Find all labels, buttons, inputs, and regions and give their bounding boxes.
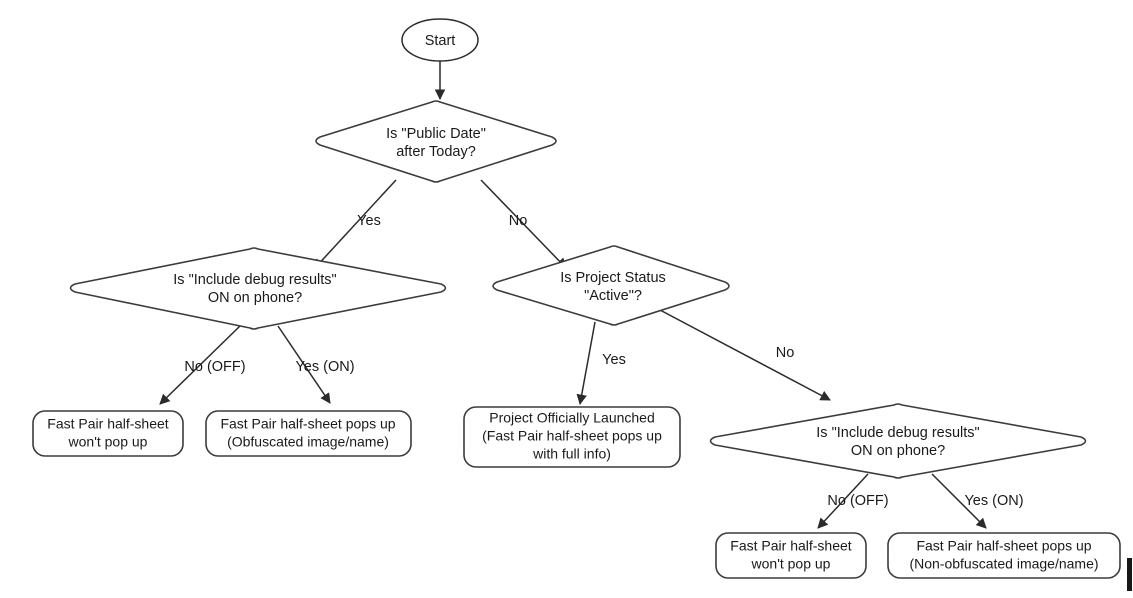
node-decision-public-date-line2: after Today? [396,144,476,160]
node-decision-debug-right-line1: Is "Include debug results" [816,425,979,441]
edge-label-debug-right-off: No (OFF) [827,493,888,509]
node-decision-debug-left-line1: Is "Include debug results" [173,272,336,288]
node-start[interactable]: Start [401,18,479,62]
node-outcome-left-off-line1: Fast Pair half-sheet [47,416,168,432]
node-decision-project-status[interactable]: Is Project Status "Active"? [492,245,730,326]
node-outcome-right-off-line2: won't pop up [751,556,831,572]
edge-label-project-status-yes: Yes [602,352,626,368]
edge-debug-right-on: Yes (ON) [931,473,1024,529]
edge-label-debug-right-on: Yes (ON) [964,493,1023,509]
node-outcome-right-on-line2: (Non-obfuscated image/name) [909,556,1098,572]
node-outcome-right-off-line1: Fast Pair half-sheet [730,538,851,554]
node-decision-debug-right-line2: ON on phone? [851,443,945,459]
node-start-label: Start [425,33,456,49]
edge-label-public-date-yes: Yes [357,213,381,229]
node-decision-project-status-line1: Is Project Status [560,270,666,286]
edge-label-debug-left-on: Yes (ON) [295,359,354,375]
node-outcome-left-on-line1: Fast Pair half-sheet pops up [220,416,395,432]
node-outcome-left-on-line2: (Obfuscated image/name) [227,434,389,450]
edge-public-date-yes: Yes [313,179,397,270]
edge-public-date-no: No [480,179,567,269]
node-outcome-right-on-line1: Fast Pair half-sheet pops up [916,538,1091,554]
edge-project-status-no: No [659,309,831,401]
edge-label-public-date-no: No [509,213,528,229]
edge-debug-left-off: No (OFF) [159,325,246,405]
edge-debug-right-off: No (OFF) [817,473,889,529]
node-decision-project-status-line2: "Active"? [584,288,642,304]
node-outcome-left-on[interactable]: Fast Pair half-sheet pops up (Obfuscated… [205,410,412,457]
node-decision-debug-left[interactable]: Is "Include debug results" ON on phone? [69,247,447,330]
node-outcome-left-off-line2: won't pop up [68,434,148,450]
node-decision-public-date-line1: Is "Public Date" [386,126,486,142]
node-outcome-launched[interactable]: Project Officially Launched (Fast Pair h… [463,406,681,468]
node-decision-public-date[interactable]: Is "Public Date" after Today? [315,100,557,183]
node-outcome-right-off[interactable]: Fast Pair half-sheet won't pop up [715,532,867,579]
edge-label-debug-left-off: No (OFF) [184,359,245,375]
edge-label-project-status-no: No [776,345,795,361]
node-outcome-launched-line1: Project Officially Launched [489,410,655,426]
edge-project-status-yes: Yes [576,321,626,406]
node-outcome-launched-line2: (Fast Pair half-sheet pops up [482,428,662,444]
node-outcome-right-on[interactable]: Fast Pair half-sheet pops up (Non-obfusc… [887,532,1121,579]
node-decision-debug-left-line2: ON on phone? [208,290,302,306]
edge-debug-left-on: Yes (ON) [277,325,355,404]
node-decision-debug-right[interactable]: Is "Include debug results" ON on phone? [709,403,1087,479]
node-outcome-launched-line3: with full info) [532,446,611,462]
node-outcome-left-off[interactable]: Fast Pair half-sheet won't pop up [32,410,184,457]
edge-artifact-bar [1127,558,1132,591]
